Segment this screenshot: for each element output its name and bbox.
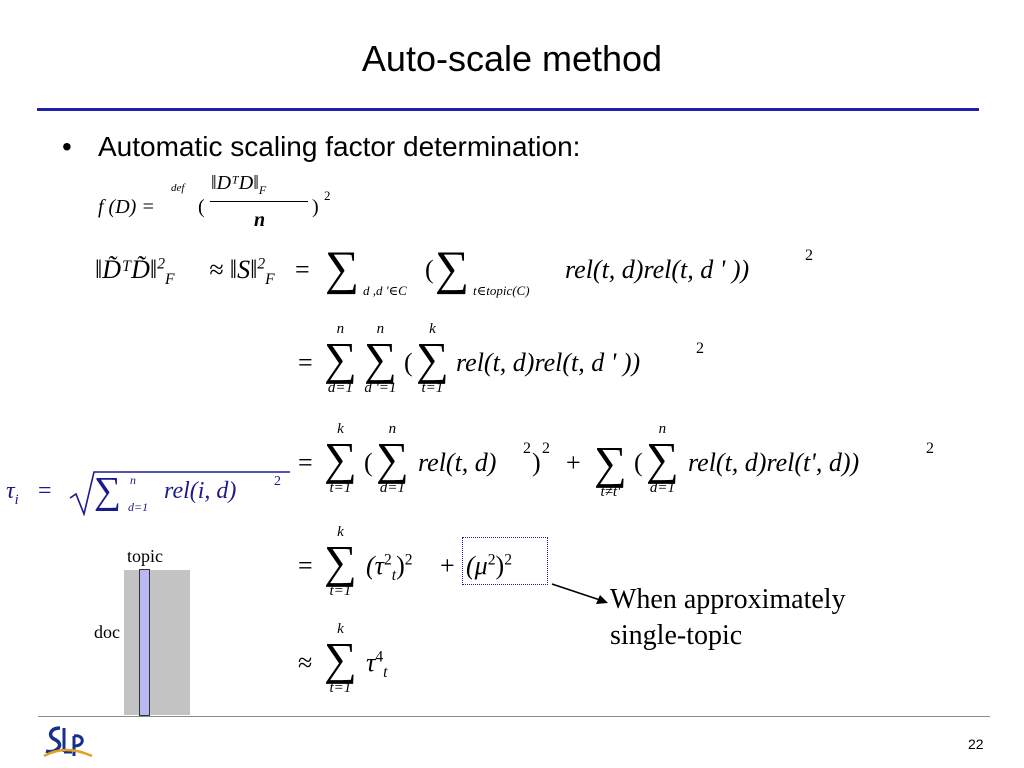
l4-tau-term: (τ2t)2 [366,551,413,585]
f-numerator: ‖DᵀD‖F [211,172,267,197]
l3-sum-3: ∑t≠t' [594,437,627,500]
l5-tau: τ4t [366,648,388,682]
f-power: 2 [324,188,331,203]
tau-body: rel(i, d) [164,478,237,504]
topic-label: topic [127,546,163,566]
l4-sum: k∑t=1 [324,524,357,599]
l1-sum-1-sub: d ,d '∈C [363,283,407,298]
l2-paren: ( [404,348,413,377]
l3-pow-a: 2 [523,440,531,457]
equation-line-1: ‖D̃ᵀD̃‖2F ≈ ‖S‖2F = ∑ d ,d '∈C ( ∑ t∈top… [95,245,825,315]
equation-line-2: = n∑d=1 n∑d '=1 ( k∑t=1 rel(t, d)rel(t, … [298,322,718,412]
l3-paren-1: ( [364,448,373,477]
sqrt-icon [69,471,290,516]
f-paren-open: ( [198,196,205,218]
tau-sum: ∑ [94,470,122,512]
l3-sum-1: k∑t=1 [324,421,357,496]
l1-approx-s-norm: ≈ ‖S‖2F [209,255,275,289]
l1-body: rel(t, d)rel(t, d ' )) [565,255,750,284]
f-fraction-bar [210,201,308,203]
bullet-text: Automatic scaling factor determination: [98,131,581,162]
single-topic-caption: When approximately single-topic [610,582,846,654]
l1-sum-2: ∑ [435,242,470,295]
pointer-arrow-icon [551,583,608,604]
l3-equals: = [298,448,313,477]
l3-sum-4: n∑d=1 [646,421,679,496]
l3-body-2: rel(t, d)rel(t', d)) [688,448,860,477]
slp-logo-icon [43,726,93,758]
l1-power: 2 [805,247,813,264]
document-block [124,570,190,715]
equation-line-3: = k∑t=1 ( n∑d=1 rel(t, d) 2 ) 2 + ∑t≠t' … [298,422,948,512]
caption-line-1: When approximately [610,584,846,615]
l2-sum-1: n∑d=1 [324,321,357,396]
title-divider [37,108,979,111]
l4-mu-term: (μ2)2 [466,551,512,580]
equation-line-4: = k∑t=1 (τ2t)2 + (μ2)2 [298,525,558,615]
f-lhs: f (D) = [98,196,155,218]
l2-equals: = [298,348,313,377]
mu-highlight-box [462,537,548,585]
l5-approx: ≈ [298,648,313,677]
l3-paren-2: ( [634,448,643,477]
l1-lhs-norm: ‖D̃ᵀD̃‖2F [95,255,175,289]
l2-sum-3: k∑t=1 [416,321,449,396]
bullet-dot: • [62,131,72,162]
page-number: 22 [968,736,984,752]
bullet-item: • Automatic scaling factor determination: [62,131,580,163]
l4-equals: = [298,551,313,580]
equation-line-5: ≈ k∑t=1 τ4t [298,622,418,712]
tau-equals: = [38,478,52,504]
tau-lhs: τi [6,478,19,508]
l3-body-1: rel(t, d) [418,448,497,477]
l3-pow-b: 2 [542,440,550,457]
l2-body: rel(t, d)rel(t, d ' )) [456,348,641,377]
l3-plus: + [566,448,581,477]
l1-sum-1: ∑ [325,242,360,295]
tau-sum-bot: d=1 [128,500,149,514]
caption-line-2: single-topic [610,620,743,651]
f-paren-close: ) [312,196,319,218]
l1-paren: ( [425,255,434,284]
slide-title: Auto-scale method [361,38,663,79]
tau-definition-formula: τi = ∑ n d=1 rel(i, d) 2 [6,468,291,518]
l5-sum: k∑t=1 [324,621,357,696]
l1-equals: = [295,255,310,284]
l1-sum-2-sub: t∈topic(C) [473,283,530,298]
doc-label: doc [94,622,120,642]
f-def-label: def [171,182,185,194]
l3-sum-2: n∑d=1 [376,421,409,496]
footer-divider [38,716,990,717]
l3-close-1: ) [532,448,541,477]
f-denominator: n [254,209,266,231]
topic-column [139,569,150,716]
l4-plus: + [440,551,455,580]
tau-power: 2 [274,474,281,489]
l3-pow-c: 2 [926,440,934,457]
l2-sum-2: n∑d '=1 [364,321,397,396]
l2-power: 2 [696,340,704,357]
tau-sum-top: n [130,473,136,487]
